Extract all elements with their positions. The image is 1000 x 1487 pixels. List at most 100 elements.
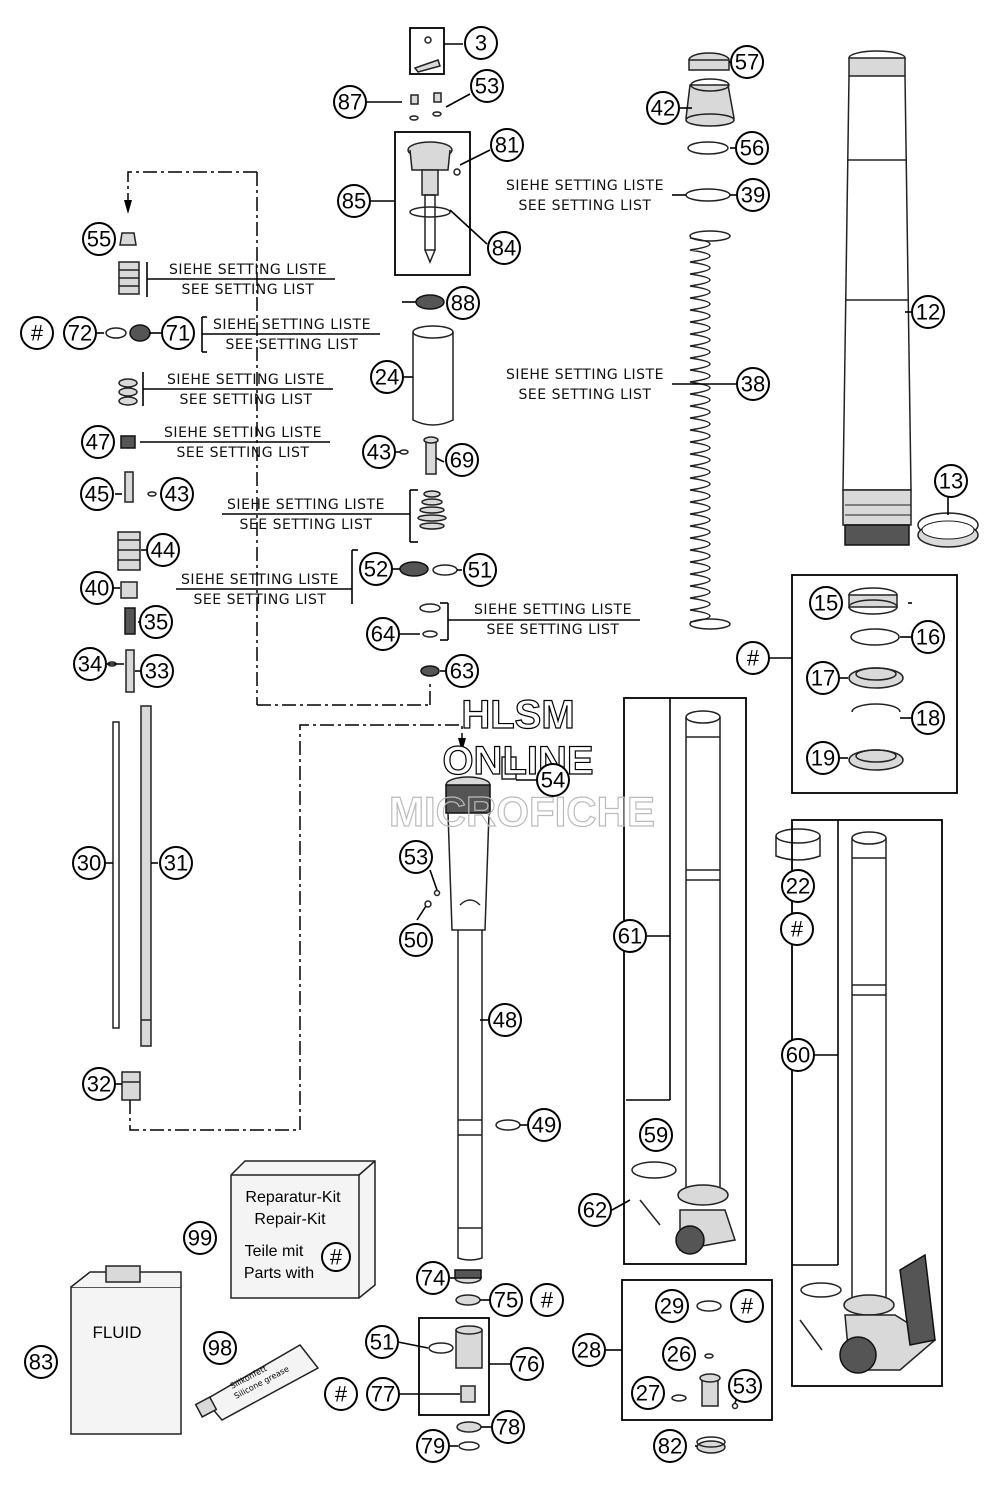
callout-33: 33 xyxy=(140,654,174,688)
kit-line1: Reparatur-Kit xyxy=(245,1189,341,1206)
callout-47: 47 xyxy=(81,425,115,459)
svg-text:71: 71 xyxy=(166,321,190,346)
part-78-79-seals xyxy=(456,1421,482,1451)
callout-76: 76 xyxy=(510,1347,544,1381)
svg-text:61: 61 xyxy=(618,924,642,949)
part-60-inner-tube xyxy=(791,819,943,1387)
part-55-72-71-stack xyxy=(105,232,157,693)
callout-hash-kit: # xyxy=(321,1242,351,1272)
svg-text:53: 53 xyxy=(404,845,428,870)
callout-16: 16 xyxy=(911,620,945,654)
part-85-cartridge-top xyxy=(394,131,471,276)
part-43-69-valve xyxy=(399,436,439,475)
svg-text:47: 47 xyxy=(86,430,110,455)
watermark-line2: ONLINE xyxy=(442,739,593,783)
svg-text:18: 18 xyxy=(916,706,940,731)
callout-42: 42 xyxy=(646,91,680,125)
svg-text:31: 31 xyxy=(164,851,188,876)
svg-text:#: # xyxy=(31,321,44,346)
part-32-nut xyxy=(121,1071,141,1101)
svg-text:45: 45 xyxy=(85,482,109,507)
callout-53: 53 xyxy=(470,69,504,103)
svg-text:15: 15 xyxy=(814,591,838,616)
svg-text:49: 49 xyxy=(532,1113,556,1138)
callout-51b: 51 xyxy=(365,1325,399,1359)
callout-30: 30 xyxy=(72,846,106,880)
svg-text:53: 53 xyxy=(733,1374,757,1399)
callout-63: 63 xyxy=(445,654,479,688)
callout-69: 69 xyxy=(445,443,479,477)
svg-text:60: 60 xyxy=(786,1043,810,1068)
callout-40: 40 xyxy=(80,571,114,605)
svg-text:38: 38 xyxy=(741,372,765,397)
svg-text:63: 63 xyxy=(450,659,474,684)
svg-text:79: 79 xyxy=(421,1434,445,1459)
part-30-31-rods xyxy=(112,705,152,1047)
watermark-line1: HLSM xyxy=(461,693,574,737)
callout-17: 17 xyxy=(806,661,840,695)
svg-text:77: 77 xyxy=(371,1382,395,1407)
svg-text:54: 54 xyxy=(541,768,565,793)
callout-hash-b: # xyxy=(736,641,770,675)
callout-34: 34 xyxy=(73,647,107,681)
callout-52: 52 xyxy=(359,552,393,586)
kit-line4: Parts with xyxy=(244,1265,314,1282)
svg-text:#: # xyxy=(791,917,804,942)
svg-text:17: 17 xyxy=(811,666,835,691)
part-38-main-spring xyxy=(689,230,731,630)
svg-text:75: 75 xyxy=(494,1288,518,1313)
callout-87: 87 xyxy=(333,85,367,119)
callout-54: 54 xyxy=(536,763,570,797)
callout-79: 79 xyxy=(416,1429,450,1463)
svg-text:29: 29 xyxy=(660,1294,684,1319)
svg-text:33: 33 xyxy=(145,659,169,684)
svg-text:#: # xyxy=(747,646,760,671)
part-87-53-screws xyxy=(409,92,442,121)
callouts: 3 87 53 81 85 84 57 42 56 39 12 13 55 # … xyxy=(20,26,968,1463)
callout-31: 31 xyxy=(159,846,193,880)
svg-text:#: # xyxy=(541,1288,554,1313)
svg-text:43: 43 xyxy=(367,440,391,465)
callout-39: 39 xyxy=(736,178,770,212)
part-52-51-piston xyxy=(399,561,458,577)
callout-61: 61 xyxy=(613,919,647,953)
svg-text:84: 84 xyxy=(492,236,516,261)
part-3-clip xyxy=(409,27,445,75)
callout-26: 26 xyxy=(662,1337,696,1371)
callout-75: 75 xyxy=(489,1283,523,1317)
svg-text:#: # xyxy=(330,1245,343,1270)
callout-12: 12 xyxy=(911,295,945,329)
setting-labels: SIEHE SETTING LISTE SEE SETTING LIST SIE… xyxy=(164,178,664,638)
callout-hash-a: # xyxy=(20,316,54,350)
setting-label-de: SIEHE SETTING LISTE xyxy=(227,497,385,513)
svg-text:62: 62 xyxy=(583,1198,607,1223)
svg-text:98: 98 xyxy=(208,1336,232,1361)
callout-43b: 43 xyxy=(160,477,194,511)
part-57-42-56-39 xyxy=(685,52,735,202)
callout-48: 48 xyxy=(488,1003,522,1037)
part-22-bushing xyxy=(775,828,821,861)
callout-99: 99 xyxy=(183,1221,217,1255)
setting-label-de: SIEHE SETTING LISTE xyxy=(506,367,664,383)
part-82-seal xyxy=(696,1436,726,1454)
callout-84: 84 xyxy=(487,231,521,265)
setting-label-de: SIEHE SETTING LISTE xyxy=(169,262,327,278)
svg-text:51: 51 xyxy=(370,1330,394,1355)
setting-label-en: SEE SETTING LIST xyxy=(194,592,327,608)
svg-text:22: 22 xyxy=(786,874,810,899)
setting-label-de: SIEHE SETTING LISTE xyxy=(506,178,664,194)
part-76-77-box xyxy=(418,1317,490,1416)
svg-text:82: 82 xyxy=(658,1434,682,1459)
part-64-63-washers xyxy=(419,603,441,677)
callout-28: 28 xyxy=(572,1333,606,1367)
setting-label-de: SIEHE SETTING LISTE xyxy=(164,425,322,441)
svg-text:72: 72 xyxy=(68,321,92,346)
svg-text:56: 56 xyxy=(740,136,764,161)
svg-text:74: 74 xyxy=(421,1266,445,1291)
part-88-24-cartridge xyxy=(412,294,454,426)
callout-77: 77 xyxy=(366,1377,400,1411)
svg-text:85: 85 xyxy=(342,189,366,214)
callout-57: 57 xyxy=(730,45,764,79)
callout-59: 59 xyxy=(639,1118,673,1152)
